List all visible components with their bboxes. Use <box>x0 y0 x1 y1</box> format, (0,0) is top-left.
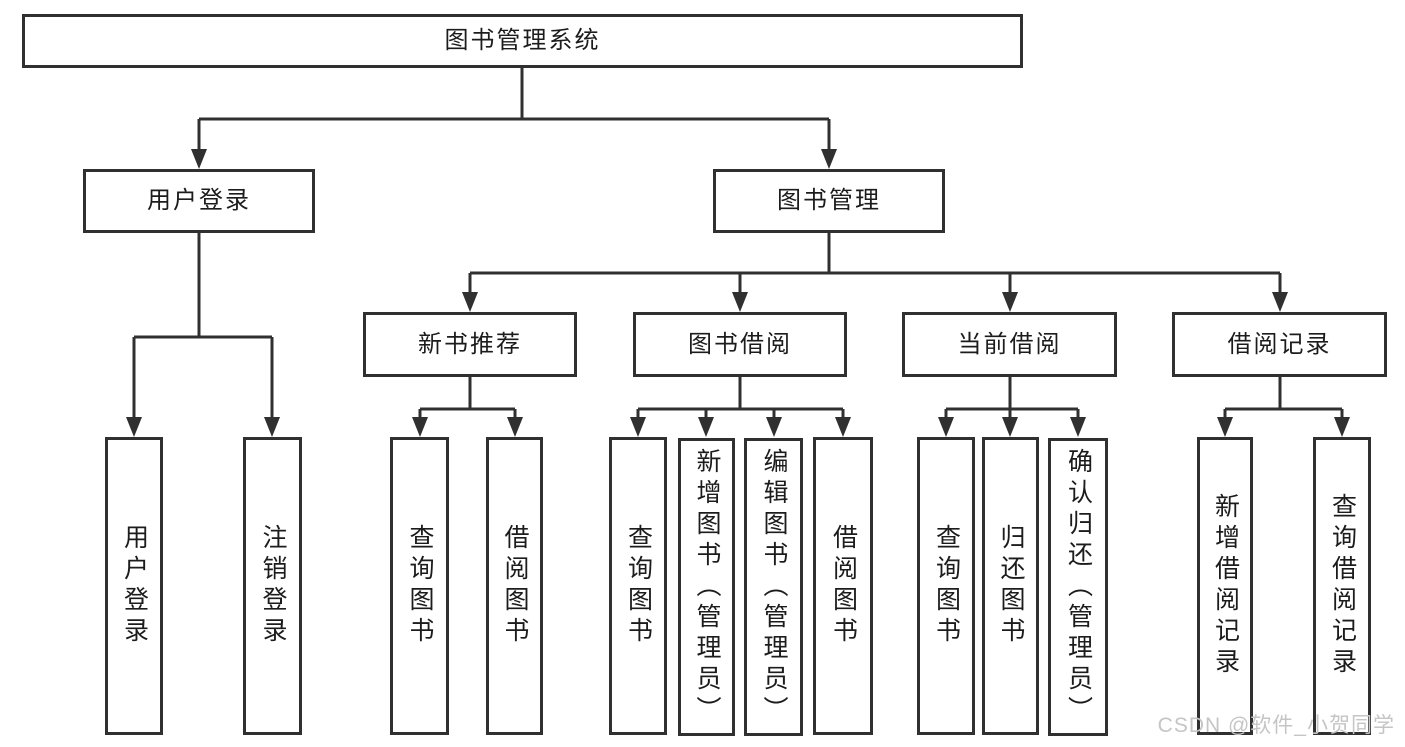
leaf-current-query-label: 查询图书 <box>932 524 961 648</box>
node-borrow-records-label: 借阅记录 <box>1227 330 1332 358</box>
leaf-records-add-label: 新增借阅记录 <box>1211 493 1240 679</box>
leaf-logout-label: 注销登录 <box>259 524 287 648</box>
leaf-borrow-edit-admin-label: 编辑图书（管理员） <box>760 447 788 727</box>
leaf-records-add: 新增借阅记录 <box>1197 437 1253 735</box>
watermark: CSDN @软件_小贺同学 <box>1157 714 1395 737</box>
leaf-newbooks-query-label: 查询图书 <box>406 524 434 648</box>
node-current-borrow: 当前借阅 <box>902 312 1117 377</box>
leaf-newbooks-borrow: 借阅图书 <box>486 437 543 735</box>
node-book-management: 图书管理 <box>713 169 945 233</box>
node-book-management-label: 图书管理 <box>777 187 881 214</box>
leaf-current-confirm-admin: 确认归还（管理员） <box>1048 438 1108 736</box>
node-new-book-recommend-label: 新书推荐 <box>418 330 522 358</box>
node-current-borrow-label: 当前借阅 <box>957 330 1062 358</box>
leaf-newbooks-borrow-label: 借阅图书 <box>501 524 529 648</box>
leaf-current-return-label: 归还图书 <box>997 524 1025 648</box>
leaf-user-login: 用户登录 <box>105 437 163 735</box>
leaf-current-return: 归还图书 <box>982 437 1039 735</box>
arrowheads <box>126 149 1350 437</box>
leaf-borrow-book-label: 借阅图书 <box>829 524 858 648</box>
leaf-borrow-book: 借阅图书 <box>813 437 873 735</box>
leaf-borrow-query: 查询图书 <box>609 437 667 735</box>
leaf-logout: 注销登录 <box>243 437 302 735</box>
leaf-borrow-add-admin: 新增图书（管理员） <box>678 438 735 736</box>
leaf-newbooks-query: 查询图书 <box>390 437 449 735</box>
node-root-label: 图书管理系统 <box>444 27 601 54</box>
node-book-borrow-label: 图书借阅 <box>688 330 792 358</box>
node-book-borrow: 图书借阅 <box>633 312 847 377</box>
node-user-login-label: 用户登录 <box>147 187 251 214</box>
leaf-borrow-edit-admin: 编辑图书（管理员） <box>744 438 803 736</box>
leaf-borrow-query-label: 查询图书 <box>624 524 653 648</box>
node-borrow-records: 借阅记录 <box>1172 312 1387 377</box>
leaf-borrow-add-admin-label: 新增图书（管理员） <box>693 447 721 727</box>
node-new-book-recommend: 新书推荐 <box>363 312 577 377</box>
node-root: 图书管理系统 <box>22 14 1023 68</box>
leaf-current-query: 查询图书 <box>917 437 975 735</box>
leaf-records-query-label: 查询借阅记录 <box>1328 493 1357 679</box>
leaf-records-query: 查询借阅记录 <box>1313 437 1371 735</box>
leaf-user-login-label: 用户登录 <box>120 524 149 648</box>
node-user-login: 用户登录 <box>83 169 315 233</box>
leaf-current-confirm-admin-label: 确认归还（管理员） <box>1064 447 1093 727</box>
